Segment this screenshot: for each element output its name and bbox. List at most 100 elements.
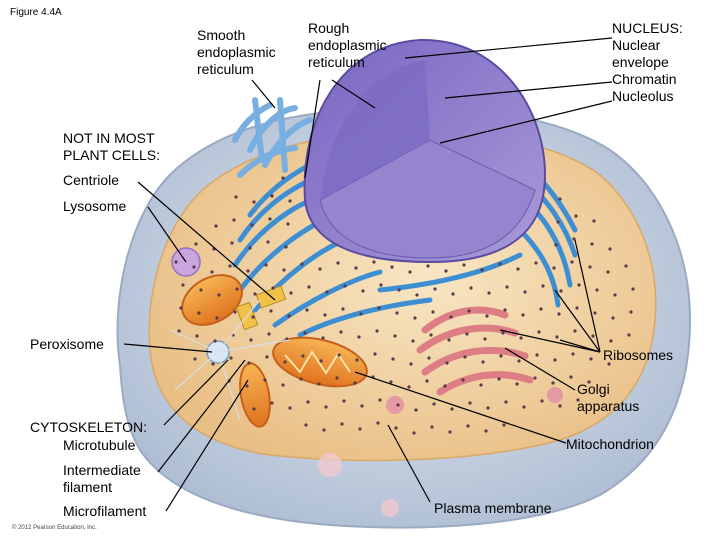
nucleus-label: NUCLEUS: Nuclear envelope Chromatin Nucl… <box>612 20 683 104</box>
plasma-membrane-label: Plasma membrane <box>434 500 552 516</box>
ribosome-dot <box>304 423 308 427</box>
ribosome-dot <box>574 214 578 218</box>
ribosome-dot <box>484 429 488 433</box>
ribosome-dot <box>195 334 199 338</box>
ribosome-dot <box>595 288 599 292</box>
smooth-er-label: Smooth endoplasmic reticulum <box>197 27 276 77</box>
ribosome-dot <box>300 262 304 266</box>
ribosome-dot <box>432 402 436 406</box>
ribosome-dot <box>177 329 181 333</box>
ribosome-dot <box>535 353 539 357</box>
ribosome-dot <box>357 335 361 339</box>
ribosome-dot <box>448 430 452 434</box>
golgi-leader <box>504 347 576 391</box>
smooth-er-shape <box>232 97 313 178</box>
ribosome-dot <box>194 242 198 246</box>
ribosome-dot <box>481 360 485 364</box>
ribosome-dot <box>430 425 434 429</box>
ribosome-dot <box>210 270 214 274</box>
ribosome-dot <box>233 310 237 314</box>
nuclear-envelope-leader <box>404 37 613 59</box>
ribosome-dot <box>593 311 597 315</box>
plasma-membrane-leader <box>387 424 431 503</box>
ribosome-dot <box>450 407 454 411</box>
microtubule-leader <box>163 359 229 426</box>
ribosome-dot <box>537 330 541 334</box>
rough-er-leader <box>331 79 376 109</box>
ribosome-dot <box>505 285 509 289</box>
ribosome-dot <box>307 285 311 289</box>
ribosome-dot <box>497 377 501 381</box>
ribosome-dot <box>282 268 286 272</box>
ribosome-dot <box>462 263 466 267</box>
ribosome-dot <box>589 357 593 361</box>
ribosome-dot <box>627 333 631 337</box>
ribosome-dot <box>337 353 341 357</box>
lysosome-label: Lysosome <box>63 198 127 214</box>
ribosome-dot <box>174 260 178 264</box>
copyright-notice: © 2012 Pearson Education, Inc. <box>12 525 97 531</box>
ribosome-dot <box>281 176 285 180</box>
ribosome-dot <box>394 426 398 430</box>
ribosome-dot <box>396 403 400 407</box>
leader-lines <box>123 37 613 512</box>
ribosome-dot <box>461 378 465 382</box>
rough-er-leader <box>304 79 321 179</box>
ribosome-dot <box>469 286 473 290</box>
intermediate-filament-label: Intermediate filament <box>63 462 141 495</box>
ribosome-dot <box>608 247 612 251</box>
ribosome-dot <box>264 263 268 267</box>
ribosome-dot <box>397 288 401 292</box>
ribosome-dot <box>606 270 610 274</box>
ribosome-dot <box>501 331 505 335</box>
microtubule-label: Microtubule <box>63 437 136 453</box>
ribosome-dot <box>389 380 393 384</box>
ribosome-dot <box>468 401 472 405</box>
ribosome-dot <box>263 378 267 382</box>
ribosome-dot <box>317 382 321 386</box>
ribosome-dot <box>228 264 232 268</box>
ribosome-dot <box>408 270 412 274</box>
ribosome-dot <box>486 406 490 410</box>
ribosome-dot <box>517 359 521 363</box>
centriole-label: Centriole <box>63 172 120 188</box>
lysosome-leader <box>147 206 187 263</box>
vesicle-shape <box>381 499 399 517</box>
ribosome-dot <box>395 311 399 315</box>
ribosome-dot <box>232 218 236 222</box>
ribosome-dot <box>449 315 453 319</box>
ribosomes-leader <box>574 239 601 353</box>
ribosome-dot <box>287 314 291 318</box>
ribosome-dot <box>445 361 449 365</box>
ribosome-dot <box>415 293 419 297</box>
not-in-plant-cells-label: NOT IN MOST PLANT CELLS: <box>63 130 161 163</box>
ribosomes-leader <box>559 339 601 353</box>
ribosome-dot <box>467 309 471 313</box>
ribosome-dot <box>552 266 556 270</box>
ribosomes-leader <box>499 329 601 353</box>
ribosome-dot <box>197 311 201 315</box>
ribosome-dot <box>288 406 292 410</box>
ribosome-dot <box>559 289 563 293</box>
ribosome-dot <box>577 283 581 287</box>
ribosome-dot <box>354 266 358 270</box>
ribosome-dot <box>179 306 183 310</box>
ribosome-dot <box>443 384 447 388</box>
ribosome-dot <box>592 219 596 223</box>
ribosome-dot <box>571 352 575 356</box>
ribosome-dot <box>193 357 197 361</box>
ribosome-dot <box>629 310 633 314</box>
ribosome-dot <box>246 269 250 273</box>
ribosome-dot <box>551 381 555 385</box>
ribosome-dot <box>613 293 617 297</box>
ribosome-dot <box>587 380 591 384</box>
ribosome-dot <box>377 306 381 310</box>
ribosome-dot <box>301 354 305 358</box>
ribosome-dot <box>324 405 328 409</box>
ribosome-dot <box>340 422 344 426</box>
ribosome-dot <box>591 334 595 338</box>
ribosome-dot <box>624 264 628 268</box>
ribosome-dot <box>575 306 579 310</box>
